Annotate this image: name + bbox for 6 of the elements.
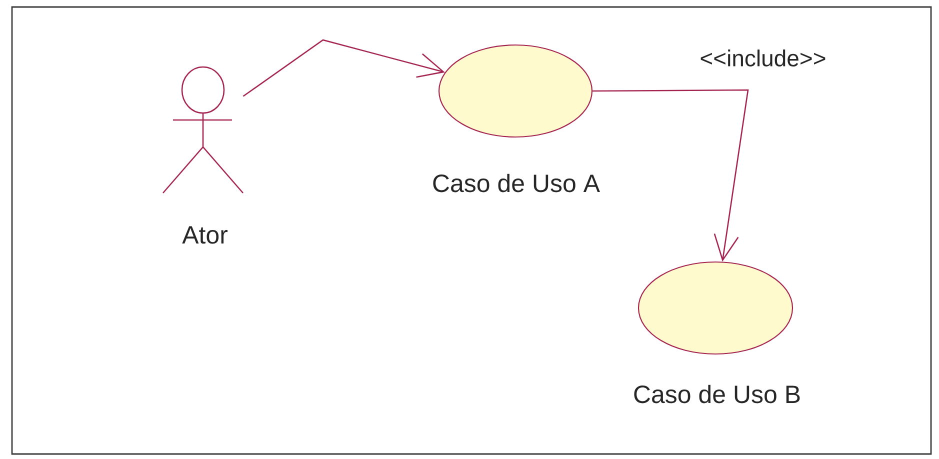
arrow bbox=[242, 39, 445, 97]
use-case-name: Caso de Uso A bbox=[433, 174, 600, 192]
arrow bbox=[592, 89, 749, 262]
actor-name: Ator bbox=[182, 226, 228, 244]
use-case-name: Caso de Uso B bbox=[634, 384, 800, 404]
edge-label: <<include>> bbox=[698, 48, 828, 68]
